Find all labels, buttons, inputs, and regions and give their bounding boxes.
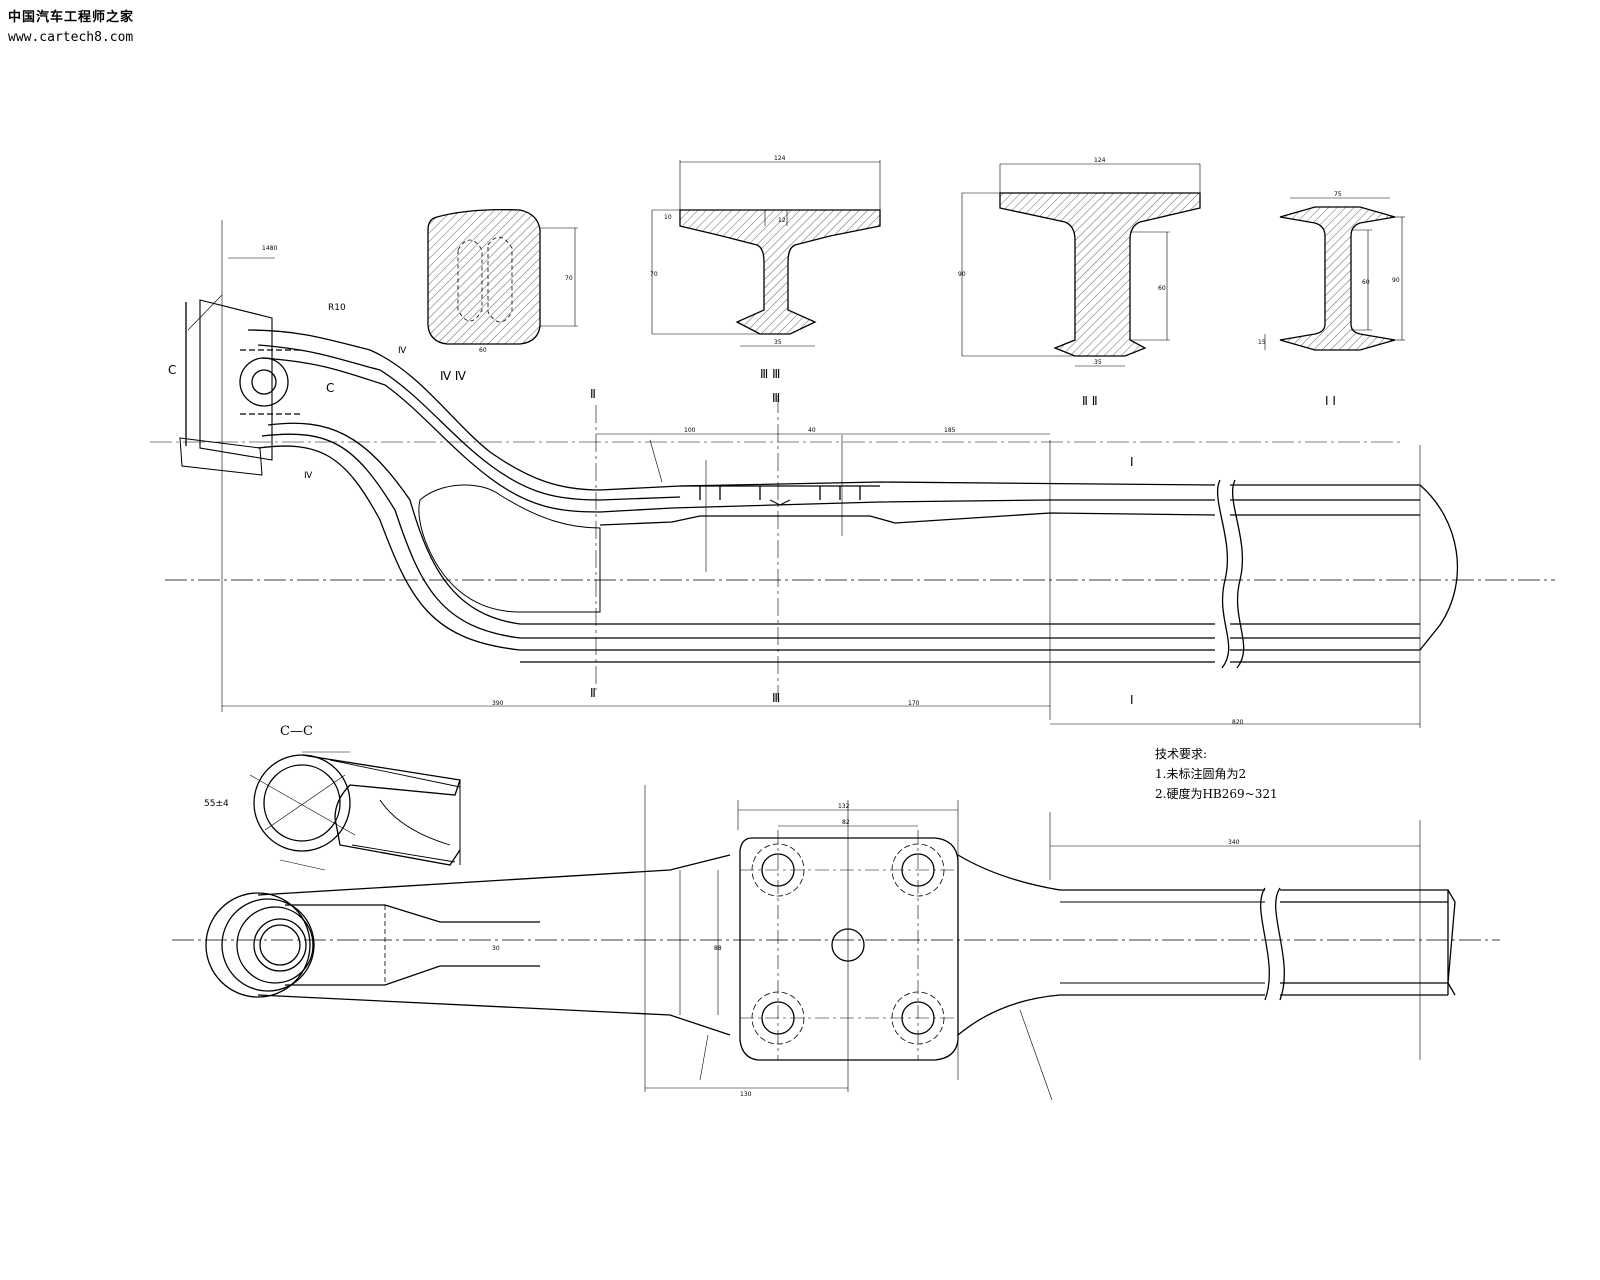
tech-req-title: 技术要求: bbox=[1155, 747, 1208, 761]
axle-elevation-view bbox=[150, 220, 1555, 728]
section-mark-iii-top: Ⅲ bbox=[772, 391, 780, 405]
section-iv: 70 60 bbox=[427, 208, 578, 354]
section-ii: 124 90 60 35 bbox=[958, 157, 1201, 367]
dim-sec2-web: 60 bbox=[1158, 285, 1166, 292]
section-mark-i-bottom: Ⅰ bbox=[1130, 693, 1134, 707]
section-mark-iv-b: Ⅳ bbox=[304, 471, 313, 481]
watermark-site-name: 中国汽车工程师之家 bbox=[8, 10, 135, 25]
dim-1480: 1480 bbox=[262, 245, 277, 252]
dim-sec1-fl: 15 bbox=[1258, 339, 1266, 346]
dim-340: 340 bbox=[1228, 839, 1240, 846]
dim-sec1-web: 60 bbox=[1362, 279, 1370, 286]
dim-sec3-bot: 35 bbox=[774, 339, 782, 346]
plan-dimension-labels: 132 82 88 130 340 30 bbox=[492, 803, 1240, 1098]
dim-132: 132 bbox=[838, 803, 850, 810]
dim-sec1-h: 90 bbox=[1392, 277, 1400, 284]
tech-req-item-2: 2.硬度为HB269~321 bbox=[1155, 787, 1278, 801]
section-title-i: Ⅰ Ⅰ bbox=[1325, 394, 1336, 408]
dim-185: 185 bbox=[944, 427, 956, 434]
dim-820: 820 bbox=[1232, 719, 1244, 726]
section-title-iii: Ⅲ Ⅲ bbox=[760, 367, 780, 381]
dim-r10: R10 bbox=[328, 303, 346, 313]
dim-sec3-h: 70 bbox=[650, 271, 658, 278]
dim-sec3-w: 124 bbox=[774, 155, 786, 162]
dim-cc-55: 55±4 bbox=[204, 799, 229, 809]
section-mark-ii-bottom: Ⅱ bbox=[590, 686, 596, 700]
dim-100: 100 bbox=[684, 427, 696, 434]
section-iii: 124 70 12 10 35 bbox=[650, 155, 881, 347]
dim-40: 40 bbox=[808, 427, 816, 434]
axle-plan-view bbox=[172, 785, 1500, 1101]
dim-sec3-web: 12 bbox=[778, 217, 786, 224]
section-mark-c-right: C bbox=[326, 381, 334, 395]
dim-sec1-w: 75 bbox=[1334, 191, 1342, 198]
section-title-cc: C—C bbox=[280, 724, 313, 739]
section-mark-iii-bottom: Ⅲ bbox=[772, 691, 780, 705]
section-title-iv: Ⅳ Ⅳ bbox=[440, 369, 466, 383]
watermark-url: www.cartech8.com bbox=[8, 30, 134, 45]
section-mark-c-left: C bbox=[168, 363, 176, 377]
dim-88: 88 bbox=[714, 945, 722, 952]
dim-390: 390 bbox=[492, 700, 504, 707]
section-mark-i-top: Ⅰ bbox=[1130, 455, 1134, 469]
dim-30: 30 bbox=[492, 945, 500, 952]
dim-sec2-h: 90 bbox=[958, 271, 966, 278]
section-mark-iv-a: Ⅳ bbox=[398, 346, 407, 356]
dim-sec3-fl: 10 bbox=[664, 214, 672, 221]
section-i: 75 90 60 15 bbox=[1258, 191, 1405, 351]
dim-82: 82 bbox=[842, 819, 850, 826]
dim-130: 130 bbox=[740, 1091, 752, 1098]
section-mark-ii-top: Ⅱ bbox=[590, 387, 596, 401]
elevation-dimension-labels: 1480 R10 390 170 820 100 40 185 Ⅱ Ⅱ Ⅲ Ⅲ … bbox=[168, 245, 1244, 726]
dim-170: 170 bbox=[908, 700, 920, 707]
dim-sec4-h: 70 bbox=[565, 275, 573, 282]
dim-sec2-bot: 35 bbox=[1094, 359, 1102, 366]
section-cc: 55±4 bbox=[204, 751, 461, 871]
section-title-ii: Ⅱ Ⅱ bbox=[1082, 394, 1098, 408]
dim-sec4-w: 60 bbox=[479, 347, 487, 354]
dim-sec2-w: 124 bbox=[1094, 157, 1106, 164]
tech-req-item-1: 1.未标注圆角为2 bbox=[1155, 767, 1247, 781]
